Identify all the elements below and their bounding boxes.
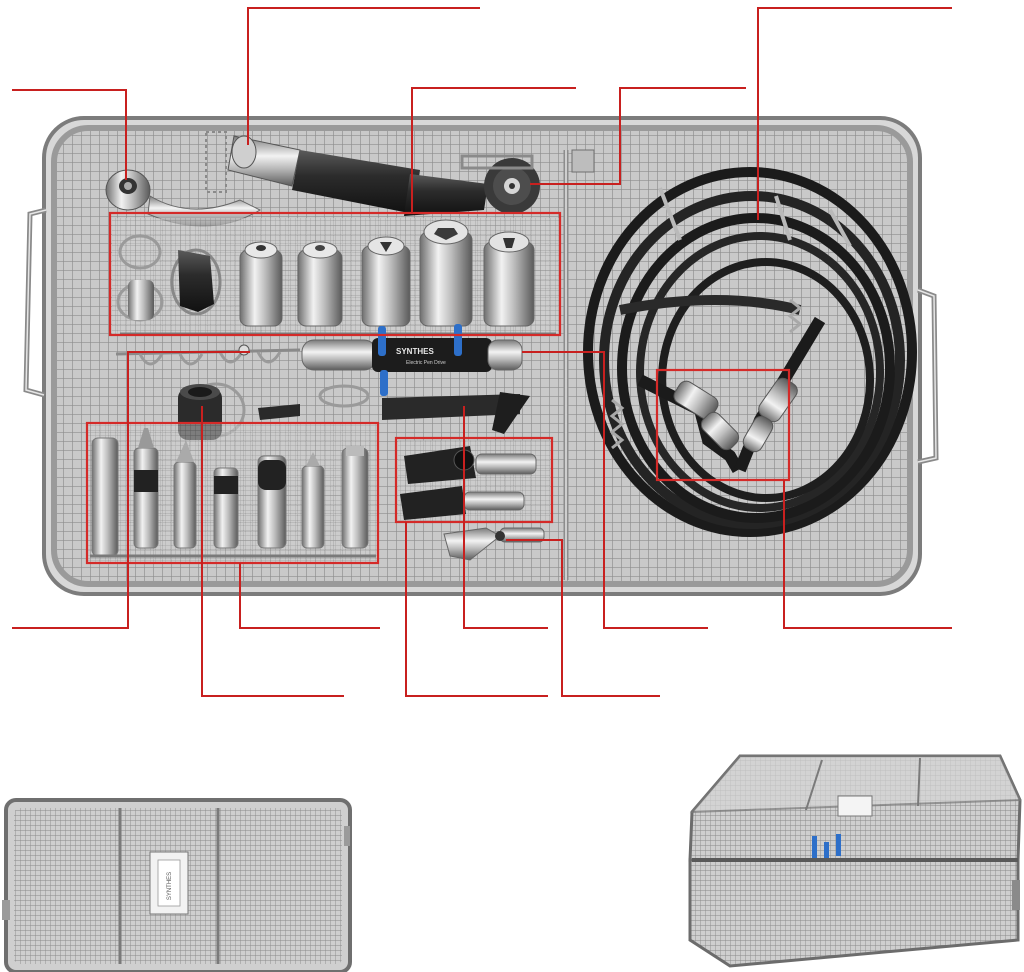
tray-lid: SYNTHES — [2, 798, 352, 972]
bur-guard-rack — [398, 440, 550, 522]
callout-wrench — [506, 539, 660, 697]
attachment-row-box — [108, 211, 562, 337]
small-attachments-box — [85, 421, 380, 565]
callout-pen-drive — [522, 351, 708, 629]
callout-cap — [201, 406, 344, 697]
callout-bur-guard — [405, 522, 548, 697]
callout-attachment-set — [411, 87, 576, 213]
lid-label-text: SYNTHES — [167, 872, 173, 900]
callout-upper-left-attachment — [12, 89, 127, 180]
handpiece-connector — [205, 131, 420, 214]
attachment-chuck — [105, 169, 262, 227]
right-handle[interactable] — [917, 287, 939, 465]
electric-pen-drive: SYNTHES Electric Pen Drive — [301, 324, 523, 396]
cable-connectors-box — [655, 368, 791, 482]
power-cable — [583, 167, 917, 537]
angled-handpiece — [404, 154, 540, 216]
closed-tray-label — [837, 795, 873, 817]
leader-lines — [12, 7, 952, 697]
closed-tray-perspective — [688, 754, 1022, 968]
cable-connectors — [637, 316, 826, 473]
callout-bur-rack — [12, 351, 250, 629]
attachment-row — [112, 218, 560, 336]
product-name-label: Electric Pen Drive — [406, 360, 446, 366]
brand-name-label: SYNTHES — [396, 347, 434, 356]
callout-cable-connectors — [783, 480, 952, 629]
highlight-boxes — [85, 211, 791, 565]
wrench — [443, 527, 545, 561]
bur-guard-box — [394, 436, 554, 524]
holder — [258, 384, 530, 434]
callout-holder — [463, 406, 548, 629]
left-handle[interactable] — [23, 207, 47, 398]
callout-right-angle-handpiece — [530, 87, 746, 185]
divider-clip — [571, 149, 595, 173]
callout-power-cable — [757, 7, 952, 220]
main-tray: SYNTHES Electric Pen Drive — [23, 116, 939, 596]
callout-handpiece-connector — [247, 7, 480, 145]
callout-small-attachments — [239, 563, 380, 629]
chains — [609, 298, 803, 450]
small-attachments — [88, 424, 378, 564]
